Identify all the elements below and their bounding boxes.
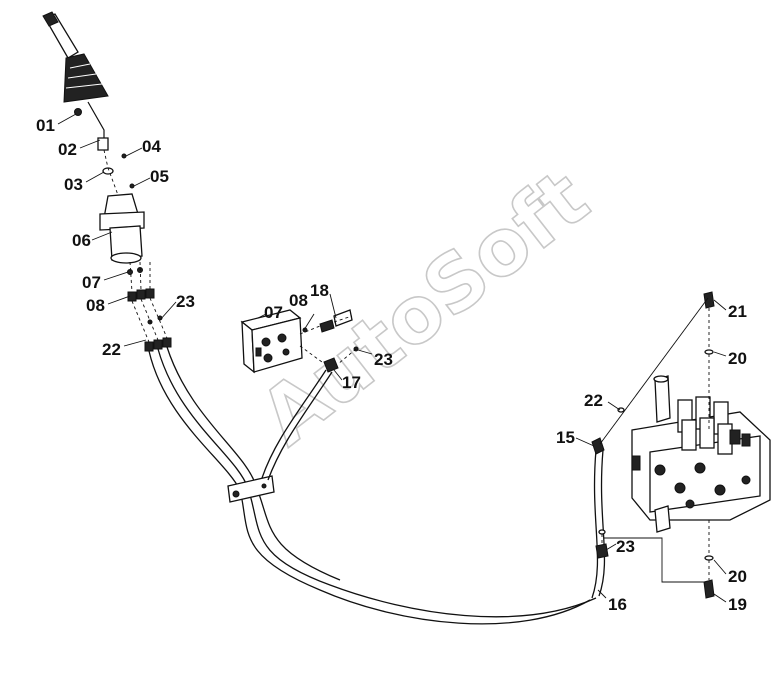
part-23c xyxy=(598,529,606,535)
callout-01: 01 xyxy=(36,116,55,135)
part-20b xyxy=(704,555,714,561)
callout-17: 17 xyxy=(342,373,361,392)
part-05 xyxy=(129,183,135,189)
part-08b xyxy=(319,319,335,333)
callout-22a: 22 xyxy=(102,340,121,359)
part-04 xyxy=(121,153,127,159)
callout-04: 04 xyxy=(142,137,161,156)
callout-20b: 20 xyxy=(728,567,747,586)
callout-22b: 22 xyxy=(584,391,603,410)
part-22b xyxy=(617,407,625,413)
part-19 xyxy=(703,579,715,599)
callout-02: 02 xyxy=(58,140,77,159)
callout-16: 16 xyxy=(608,595,627,614)
callout-07b: 07 xyxy=(264,303,283,322)
callout-15: 15 xyxy=(556,428,575,447)
hose-clamp xyxy=(227,475,275,503)
control-valve xyxy=(591,291,771,599)
pilot-ports xyxy=(127,267,172,352)
pilot-hoses xyxy=(148,346,606,625)
leader-lines xyxy=(57,113,727,603)
callout-03: 03 xyxy=(64,175,83,194)
joystick-assembly xyxy=(42,11,172,352)
callout-19: 19 xyxy=(728,595,747,614)
hose-end-23 xyxy=(595,543,609,559)
callout-labels: 01 02 03 04 05 06 07 08 23 22 18 08 07 2… xyxy=(36,116,747,614)
part-18 xyxy=(333,309,353,327)
callout-23a: 23 xyxy=(176,292,195,311)
part-17 xyxy=(323,357,339,373)
joystick-boot xyxy=(63,53,109,103)
callout-05: 05 xyxy=(150,167,169,186)
callout-08b: 08 xyxy=(289,291,308,310)
callout-06: 06 xyxy=(72,231,91,250)
joystick-grip-cap xyxy=(42,11,59,27)
part-20a xyxy=(704,349,714,355)
callout-23b: 23 xyxy=(374,350,393,369)
manifold-block xyxy=(240,309,359,374)
callout-18: 18 xyxy=(310,281,329,300)
callout-21: 21 xyxy=(728,302,747,321)
valve-spools xyxy=(677,396,751,455)
callout-23c: 23 xyxy=(616,537,635,556)
part-21 xyxy=(703,291,715,309)
callout-20a: 20 xyxy=(728,349,747,368)
part-01 xyxy=(74,108,82,116)
callout-07a: 07 xyxy=(82,273,101,292)
callout-08a: 08 xyxy=(86,296,105,315)
